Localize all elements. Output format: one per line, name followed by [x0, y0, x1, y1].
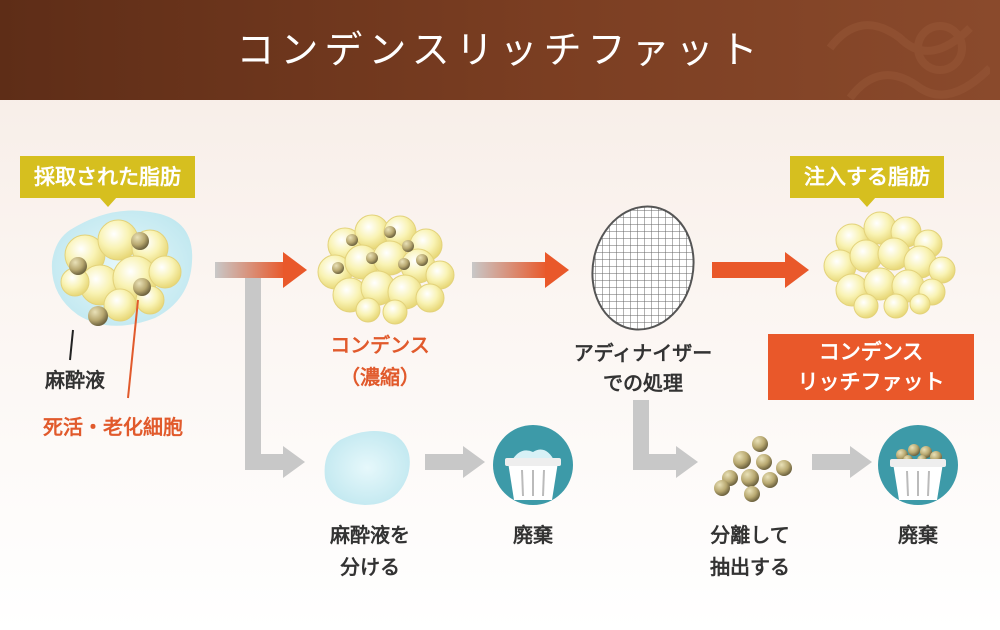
collected-fat-tag: 採取された脂肪 [20, 156, 195, 207]
arrow-to-condense [215, 252, 307, 288]
decorative-pattern-icon [826, 21, 990, 100]
dead-cells-label: 死活・老化細胞 [43, 415, 183, 439]
condense-label-line1: コンデンス [330, 333, 430, 357]
injected-fat-tag: 注入する脂肪 [790, 156, 944, 207]
result-line1: コンデンス [818, 340, 924, 364]
separate-anesthetic-label-line1: 麻酔液を [330, 523, 410, 547]
arrow-to-injection [712, 252, 809, 288]
anesthetic-label: 麻酔液 [45, 368, 105, 392]
separate-extract-label-line1: 分離して [710, 523, 790, 547]
injected-fat-icon [823, 211, 956, 319]
condense-label-line2: （濃縮） [340, 365, 420, 389]
adinizer-label-line1: アディナイザー [573, 341, 713, 365]
collected-fat-icon [51, 210, 193, 399]
adinizer-label-line2: での処理 [603, 371, 683, 395]
trash-bin-icon [493, 425, 573, 505]
arrow-to-adinizer [472, 252, 569, 288]
condense-rich-fat-box: コンデンス リッチファット [768, 334, 974, 400]
condensed-fat-icon [317, 214, 455, 325]
header-banner: コンデンスリッチファット [0, 0, 1000, 100]
page-title: コンデンスリッチファット [236, 28, 764, 72]
anesthetic-drop-icon [324, 431, 410, 505]
dead-cells-icon [714, 436, 792, 502]
separate-extract-label-line2: 抽出する [710, 555, 790, 579]
trash-bin-icon [878, 425, 958, 505]
mesh-filter-icon [581, 200, 705, 340]
discard-label: 廃棄 [513, 523, 553, 547]
separate-anesthetic-label-line2: 分ける [340, 555, 400, 579]
discard-label: 廃棄 [898, 523, 938, 547]
result-line2: リッチファット [797, 370, 945, 394]
